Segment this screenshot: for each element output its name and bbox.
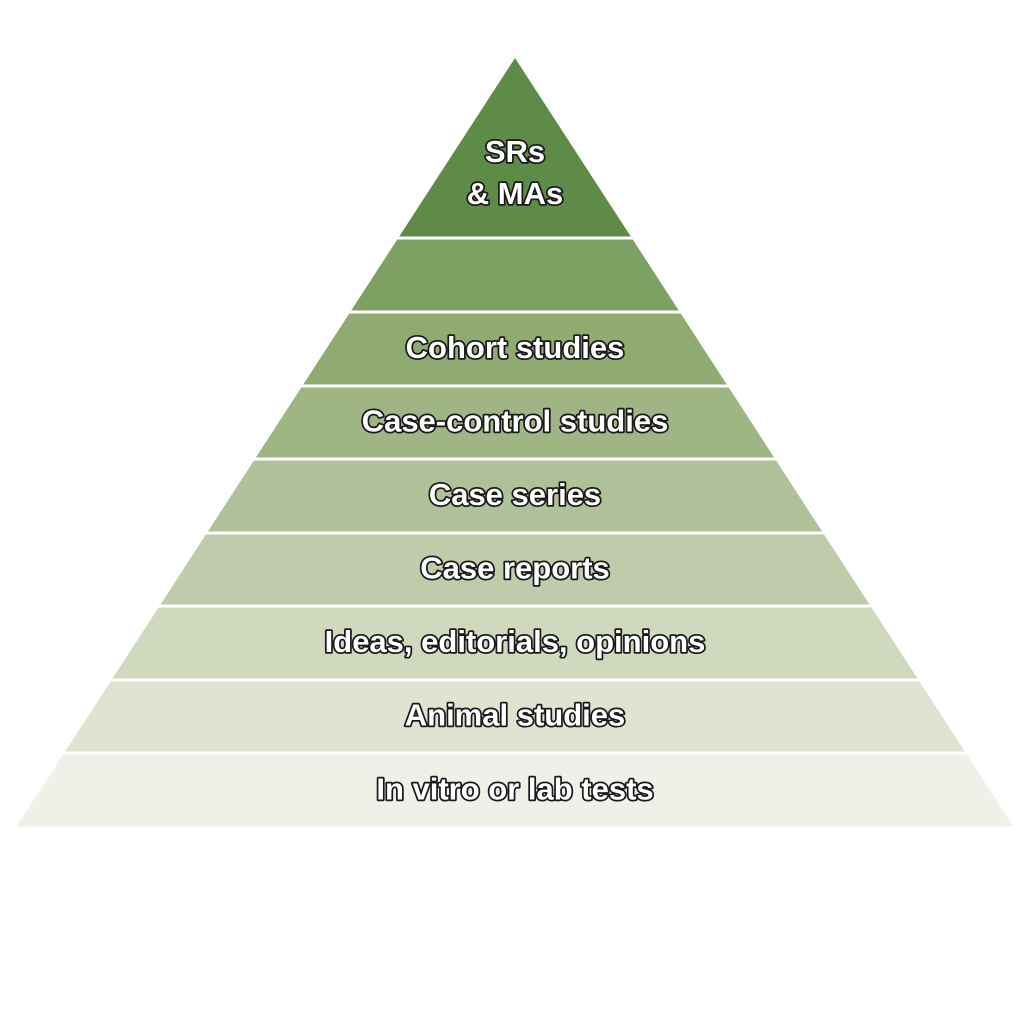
pyramid-level: Cohort studies [303, 313, 727, 385]
pyramid-level-shape [112, 607, 918, 679]
pyramid-level-label: Case series [429, 477, 601, 512]
pyramid-level-label: Ideas, editorials, opinions [325, 624, 706, 659]
pyramid-level: In vitro or lab tests [16, 754, 1014, 827]
pyramid-level-shape [16, 754, 1014, 827]
pyramid-level: Ideas, editorials, opinions [112, 607, 918, 679]
pyramid-level [351, 239, 679, 311]
pyramid-level: Case-control studies [255, 387, 775, 458]
pyramid-level: Case reports [160, 534, 870, 605]
pyramid-level: Animal studies [65, 681, 965, 752]
pyramid-level-shape [65, 681, 965, 752]
pyramid-level-shape [351, 239, 679, 311]
pyramid-level-shape [160, 534, 870, 605]
pyramid-level-label: Case-control studies [362, 404, 669, 439]
pyramid-level-label: In vitro or lab tests [376, 772, 653, 807]
pyramid-level-shape [255, 387, 775, 458]
pyramid-level-label: & MAs [467, 176, 563, 211]
pyramid-level-label: Animal studies [405, 698, 626, 733]
pyramid-level-shape [303, 313, 727, 385]
pyramid-level: Case series [207, 460, 823, 532]
pyramid-level-label: Cohort studies [406, 330, 625, 365]
pyramid-level-label: SRs [485, 134, 545, 169]
pyramid-level: SRs & MAs [399, 58, 631, 237]
pyramid-level-label: Case reports [420, 551, 610, 586]
pyramid-level-shape [207, 460, 823, 532]
pyramid-level-shape [399, 58, 631, 237]
